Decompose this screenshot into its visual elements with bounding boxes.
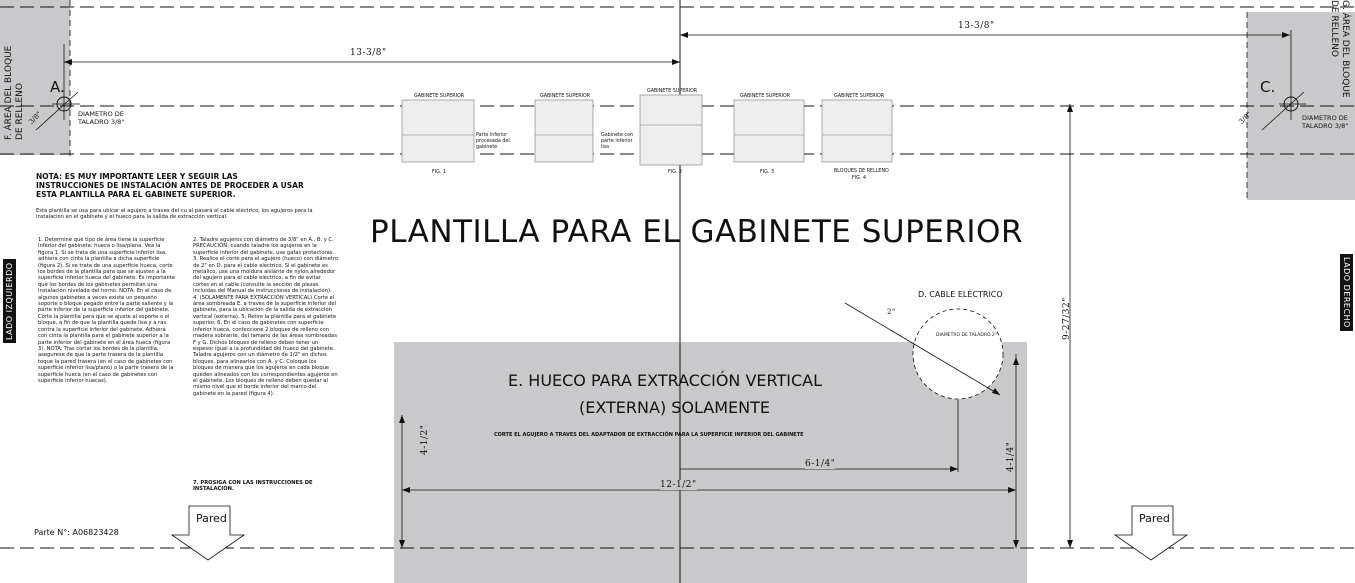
wall-left-label: Pared — [196, 512, 227, 525]
dim-right-vertical: 9-27/32" — [1062, 297, 1072, 340]
fig-3-title: GABINETE SUPERIOR — [740, 94, 791, 99]
notice-intro: Esta plantilla se usa para ubicar el agu… — [36, 208, 313, 221]
fig-1-callout: Parte inferior procesada del gabinete — [476, 133, 510, 150]
fig-4-callout: BLOQUES DE RELLENO — [834, 169, 889, 174]
fig-1-title: GABINETE SUPERIOR — [414, 94, 465, 99]
dim-cable-height: 4-1/4" — [1006, 441, 1016, 472]
fig-1-caption: FIG. 1 — [432, 170, 446, 175]
steps-right: 2. Taladre agujeros con diámetro de 3/8"… — [193, 237, 339, 397]
vent-instruction: CORTE EL AGUJERO A TRAVES DEL ADAPTADOR … — [494, 432, 804, 438]
wall-right-label: Pared — [1139, 512, 1170, 525]
dim-center-offset: 6-1/4" — [805, 459, 836, 469]
side-left-label: LADO IZQUIERDO — [3, 259, 16, 343]
notice-heading: NOTA: ES MUY IMPORTANTE LEER Y SEGUIR LA… — [36, 172, 304, 199]
dim-box-height: 4-1/2" — [420, 424, 430, 455]
side-right-label: LADO DERECHO — [1340, 254, 1353, 331]
dim-cable-radius: 2" — [887, 308, 896, 316]
fig-3-caption: FIG. 3 — [760, 170, 774, 175]
dim-right-top: 13-3/8" — [958, 21, 995, 31]
fig-4-title: GABINETE SUPERIOR — [834, 94, 885, 99]
fig-2-title: GABINETE SUPERIOR — [647, 89, 698, 94]
dim-box-width: 12-1/2" — [660, 480, 697, 490]
vent-title-line1: E. HUECO PARA EXTRACCIÓN VERTICAL — [508, 371, 822, 390]
vent-title-line2: (EXTERNA) SOLAMENTE — [579, 398, 771, 417]
filler-area-g-label: G. ÁREA DEL BLOQUE DE RELLENO — [1329, 0, 1350, 98]
cable-label: D. CABLE ELÉCTRICO — [918, 290, 1003, 299]
hole-a-letter: A. — [50, 78, 65, 96]
fig-1b-title: GABINETE SUPERIOR — [540, 94, 591, 99]
steps-left: 1. Determine qué tipo de área tiene la s… — [38, 237, 175, 384]
cable-drill-label: DIAMETRO DE TALADRO 2" — [936, 333, 997, 338]
part-number: Parte N°: A06823428 — [34, 528, 119, 537]
step-7: 7. PROSIGA CON LAS INSTRUCCIONES DE INST… — [193, 480, 313, 493]
fig-2-caption: FIG. 2 — [668, 170, 682, 175]
filler-area-f — [0, 0, 70, 155]
filler-area-f-label: F. ÁREA DEL BLOQUE DE RELLENO — [4, 45, 25, 140]
hole-c-letter: C. — [1260, 78, 1276, 96]
fig-1b-callout: Gabinete con parte inferior lisa — [601, 133, 633, 150]
fig-4-caption: FIG. 4 — [852, 176, 866, 181]
dim-left-top: 13-3/8" — [350, 48, 387, 58]
vent-cutout-area — [394, 342, 1027, 583]
page-title: PLANTILLA PARA EL GABINETE SUPERIOR — [370, 214, 1023, 250]
